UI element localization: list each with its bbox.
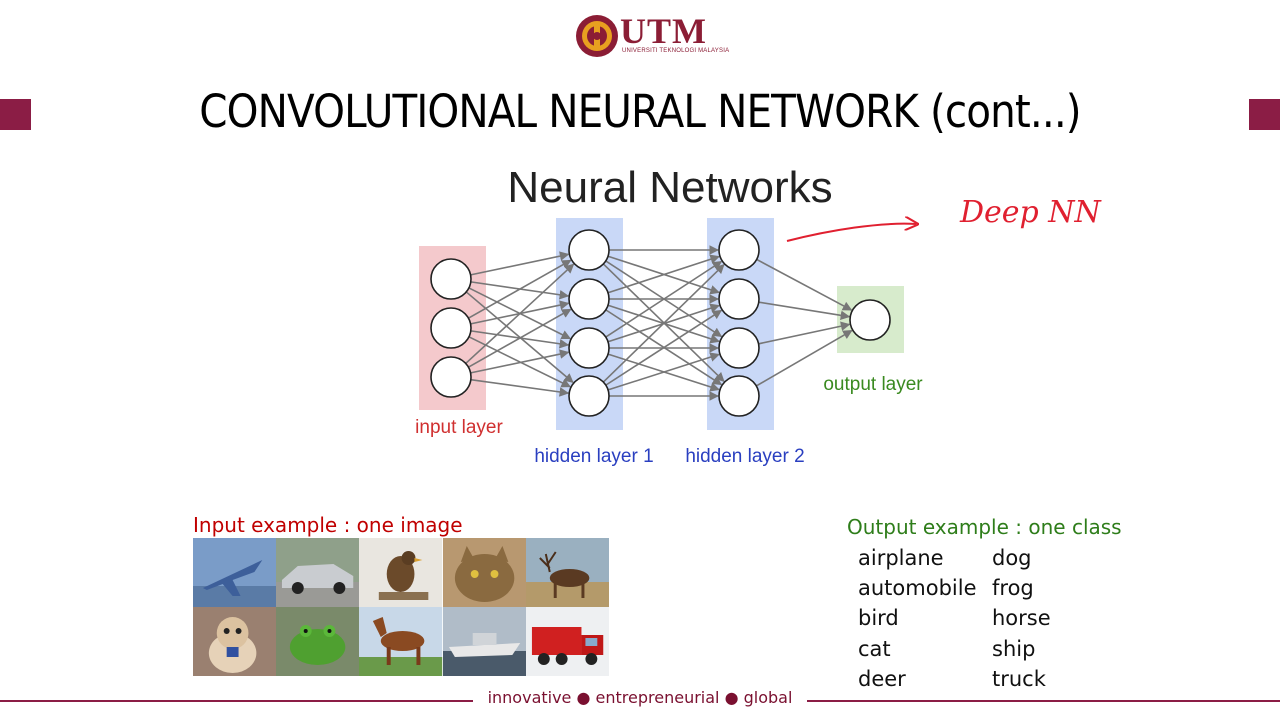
neuron-node <box>430 258 472 300</box>
thumbnail-horse <box>359 607 443 676</box>
class-list: airplane dog automobile frog bird horse … <box>858 543 1092 694</box>
left-accent-bar <box>0 99 31 130</box>
logo-wordmark: UTM <box>620 11 707 51</box>
class-label: bird <box>858 606 899 631</box>
neuron-node <box>849 299 891 341</box>
deep-nn-annotation: Deep NN <box>959 195 1103 230</box>
connection-edge <box>465 263 575 365</box>
connection-edge <box>607 254 720 294</box>
class-label: cat <box>858 636 891 661</box>
output-layer-label: output layer <box>823 374 923 395</box>
neuron-node <box>430 307 472 349</box>
class-label: automobile <box>858 576 977 601</box>
connection-edge <box>756 258 853 311</box>
footer-divider-left <box>0 700 473 702</box>
input-image-grid <box>193 538 609 676</box>
neuron-node <box>568 278 610 320</box>
diagram-title: Neural Networks <box>507 163 832 212</box>
utm-logo: UTM UNIVERSITI TEKNOLOGI MALAYSIA <box>574 11 729 60</box>
connection-edge <box>605 309 723 386</box>
thumbnail-deer <box>525 538 609 607</box>
class-label: horse <box>992 606 1051 631</box>
footer-divider-right <box>807 700 1280 702</box>
neuron-nodes <box>430 229 891 417</box>
connection-edge <box>602 263 725 383</box>
neuron-node <box>430 356 472 398</box>
thumbnail-airplane <box>193 538 277 607</box>
hidden-layer-1-label: hidden layer 1 <box>534 446 653 467</box>
connection-edge <box>470 378 570 397</box>
annotation-arrow <box>786 224 916 242</box>
class-label: frog <box>992 576 1034 601</box>
thumbnail-ship <box>442 607 526 676</box>
connection-edge <box>470 349 570 374</box>
class-label: ship <box>992 636 1036 661</box>
connection-edge <box>468 259 572 319</box>
thumbnail-cat <box>442 538 526 607</box>
input-example-label: Input example : one image <box>193 513 463 537</box>
neuron-node <box>718 278 760 320</box>
thumbnail-bird <box>359 538 443 607</box>
thumbnail-truck <box>525 607 609 676</box>
neuron-node <box>568 229 610 271</box>
class-label: airplane <box>858 546 944 570</box>
neuron-node <box>568 375 610 417</box>
class-label: truck <box>992 666 1046 691</box>
connection-edge <box>468 308 572 368</box>
connection-edge <box>605 260 723 338</box>
connection-edges <box>465 245 853 401</box>
thumbnail-dog <box>193 607 277 676</box>
output-example-label: Output example : one class <box>847 515 1122 539</box>
connection-edge <box>758 301 851 321</box>
utm-crest-icon <box>576 15 618 57</box>
connection-edge <box>755 329 853 387</box>
right-accent-bar <box>1249 99 1280 130</box>
class-label: deer <box>858 666 906 691</box>
slide-title: CONVOLUTIONAL NEURAL NETWORK (cont...) <box>199 85 1081 138</box>
logo-subtitle: UNIVERSITI TEKNOLOGI MALAYSIA <box>622 48 730 54</box>
footer-tagline: innovative ● entrepreneurial ● global <box>487 688 793 707</box>
neuron-node <box>568 327 610 369</box>
thumbnail-automobile <box>276 538 360 607</box>
connection-edge <box>470 251 570 276</box>
input-layer-label: input layer <box>415 417 503 438</box>
neuron-node <box>718 375 760 417</box>
neuron-node <box>718 229 760 271</box>
hidden-layer-2-label: hidden layer 2 <box>685 446 804 467</box>
thumbnail-frog <box>276 607 360 676</box>
connection-edge <box>607 352 720 391</box>
neuron-node <box>718 327 760 369</box>
connection-edge <box>758 321 851 345</box>
class-label: dog <box>992 546 1032 570</box>
